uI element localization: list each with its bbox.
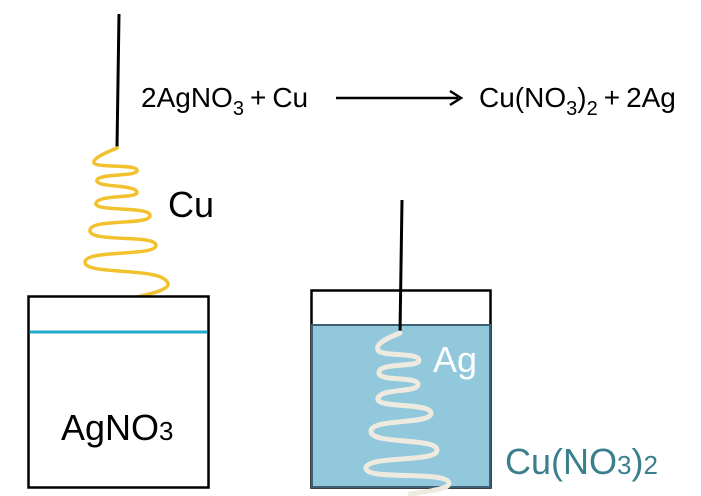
silver-coil: [363, 330, 452, 496]
copper-coil: [83, 146, 170, 302]
beaker-2-solution-label: Cu(NO3)2: [505, 441, 658, 482]
arrow-head-icon: [449, 89, 464, 107]
product-1-subscript-1: 3: [566, 98, 577, 120]
beaker-1-solution-label: AgNO3: [61, 407, 174, 448]
equation-products: Cu(NO3)2 +2Ag: [479, 82, 676, 120]
reactant-2-formula: Cu: [272, 82, 308, 113]
beaker-1-solution-formula: AgNO: [61, 407, 159, 448]
reactant-1-formula: AgNO: [157, 82, 233, 113]
product-2-formula: 2Ag: [626, 82, 676, 113]
reaction-arrow: [336, 89, 464, 107]
beaker-2-solution-formula-b: ): [631, 441, 643, 482]
plus-sign-2: +: [604, 82, 620, 113]
beaker-2-solution-formula-a: Cu(NO: [505, 441, 617, 482]
product-1-formula-part-b: ): [577, 82, 586, 113]
beaker-2-solution-subscript-2: 2: [643, 450, 657, 480]
beaker-2-solution-subscript-1: 3: [617, 450, 631, 480]
beaker-1: [27, 295, 210, 489]
copper-coil-label: Cu: [168, 184, 214, 225]
silver-coil-label: Ag: [433, 339, 477, 380]
product-1-subscript-2: 2: [587, 98, 598, 120]
product-1-formula-part-a: Cu(NO: [479, 82, 566, 113]
reactant-1-coefficient: 2: [141, 82, 157, 113]
wire-2: [398, 199, 404, 334]
beaker-1-solution-subscript: 3: [159, 416, 173, 446]
equation-reactants: 2AgNO3 +Cu: [141, 82, 308, 120]
plus-sign-1: +: [250, 82, 266, 113]
wire-1: [115, 13, 121, 149]
reactant-1-subscript: 3: [233, 98, 244, 120]
